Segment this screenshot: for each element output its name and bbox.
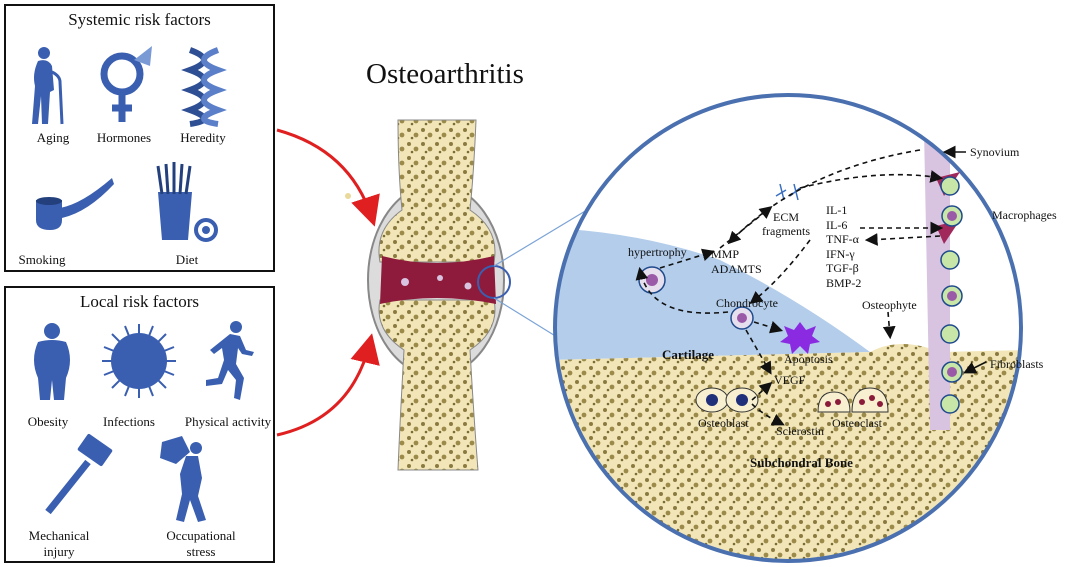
physical-activity-label: Physical activity — [184, 414, 272, 429]
diet-icon — [156, 162, 218, 242]
synovium-label: Synovium — [970, 145, 1020, 159]
systemic-to-joint-arrow — [276, 128, 380, 227]
apoptosis-label: Apoptosis — [784, 352, 833, 366]
sclerostin-label: Sclerostin — [776, 424, 824, 438]
vegf-label: VEGF — [774, 373, 806, 387]
fibroblasts-label: Fibroblasts — [990, 357, 1044, 371]
infections-label: Infections — [103, 414, 155, 429]
cartilage-label: Cartilage — [662, 347, 714, 362]
ecm-fragments-label: ECM fragments — [762, 210, 810, 238]
cytokine-tnf: TNF-α — [826, 232, 859, 246]
ecm-fragments-icon — [775, 183, 801, 201]
obesity-icon — [34, 323, 70, 400]
systemic-risk-title: Systemic risk factors — [68, 10, 211, 29]
osteoclast-label: Osteoclast — [832, 416, 882, 430]
local-risk-panel: Local risk factors Obesity Infections Ph… — [4, 286, 275, 563]
hormones-icon — [100, 46, 152, 122]
smoking-pipe-icon — [36, 178, 114, 230]
main-title: Osteoarthritis — [366, 58, 524, 90]
aging-label: Aging — [36, 130, 70, 145]
pathway-arrows — [635, 149, 944, 426]
chondrocyte-label: Chondrocyte — [716, 296, 778, 310]
osteoblast-label: Osteoblast — [698, 416, 749, 430]
adamts-label: ADAMTS — [711, 262, 762, 276]
heredity-icon — [181, 47, 227, 127]
cytokine-ifn: IFN-γ — [826, 246, 855, 261]
osteoclast-cells — [817, 387, 889, 413]
cytokine-il1: IL-1 — [826, 203, 848, 217]
physical-activity-runner-icon — [206, 321, 254, 400]
mechanical-injury-hammer-icon — [45, 433, 113, 515]
osteoblast-cells — [695, 387, 759, 413]
obesity-label: Obesity — [27, 414, 69, 429]
cytokine-list: IL-1 IL-6 TNF-α IFN-γ TGF-β BMP-2 — [826, 203, 861, 290]
local-risk-title: Local risk factors — [80, 292, 199, 311]
local-to-joint-arrow — [276, 333, 380, 437]
cytokine-bmp2: BMP-2 — [826, 275, 862, 290]
osteophyte-label: Osteophyte — [862, 298, 917, 312]
apoptosis-burst — [780, 322, 820, 354]
infections-virus-icon — [102, 324, 176, 398]
aging-icon — [32, 47, 64, 125]
systemic-risk-panel: Systemic risk factors Aging Hormones Her… — [4, 4, 275, 272]
macrophages-label: Macrophages — [992, 208, 1057, 222]
smoking-label: Smoking — [18, 252, 66, 267]
label-pointer-arrows — [942, 145, 987, 374]
mechanical-injury-label: Mechanical injury — [28, 528, 90, 559]
heredity-label: Heredity — [180, 130, 226, 145]
hormones-label: Hormones — [96, 130, 152, 145]
occupational-stress-label: Occupational stress — [166, 528, 236, 559]
cytokine-il6: IL-6 — [826, 217, 848, 232]
mmp-label: MMP — [711, 247, 740, 261]
knee-joint-illustration — [367, 119, 511, 471]
occupational-stress-icon — [160, 436, 206, 522]
hypertrophy-label: hypertrophy — [628, 245, 687, 259]
cytokine-tgf: TGF-β — [826, 261, 859, 275]
subchondral-bone-label: Subchondral Bone — [750, 455, 853, 470]
diet-label: Diet — [175, 252, 199, 267]
